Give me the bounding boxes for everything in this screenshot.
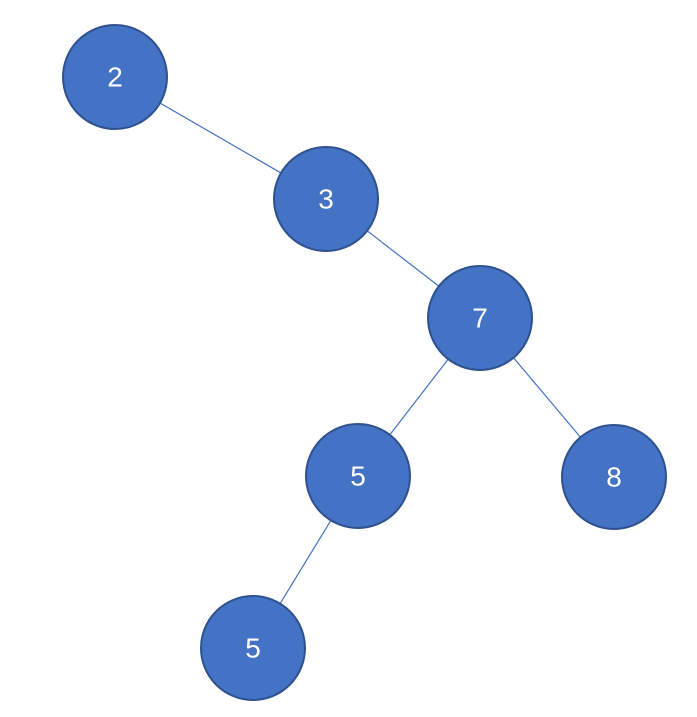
node-circle-n8[interactable] [561,424,667,530]
node-circle-n2[interactable] [62,24,168,130]
node-circle-n5b[interactable] [200,595,306,701]
tree-node-n3[interactable]: 3 [273,146,379,252]
tree-node-n7[interactable]: 7 [427,265,533,371]
tree-node-n5a[interactable]: 5 [305,423,411,529]
tree-node-n5b[interactable]: 5 [200,595,306,701]
tree-node-n2[interactable]: 2 [62,24,168,130]
node-circle-n3[interactable] [273,146,379,252]
node-circle-n5a[interactable] [305,423,411,529]
tree-node-n8[interactable]: 8 [561,424,667,530]
node-circle-n7[interactable] [427,265,533,371]
